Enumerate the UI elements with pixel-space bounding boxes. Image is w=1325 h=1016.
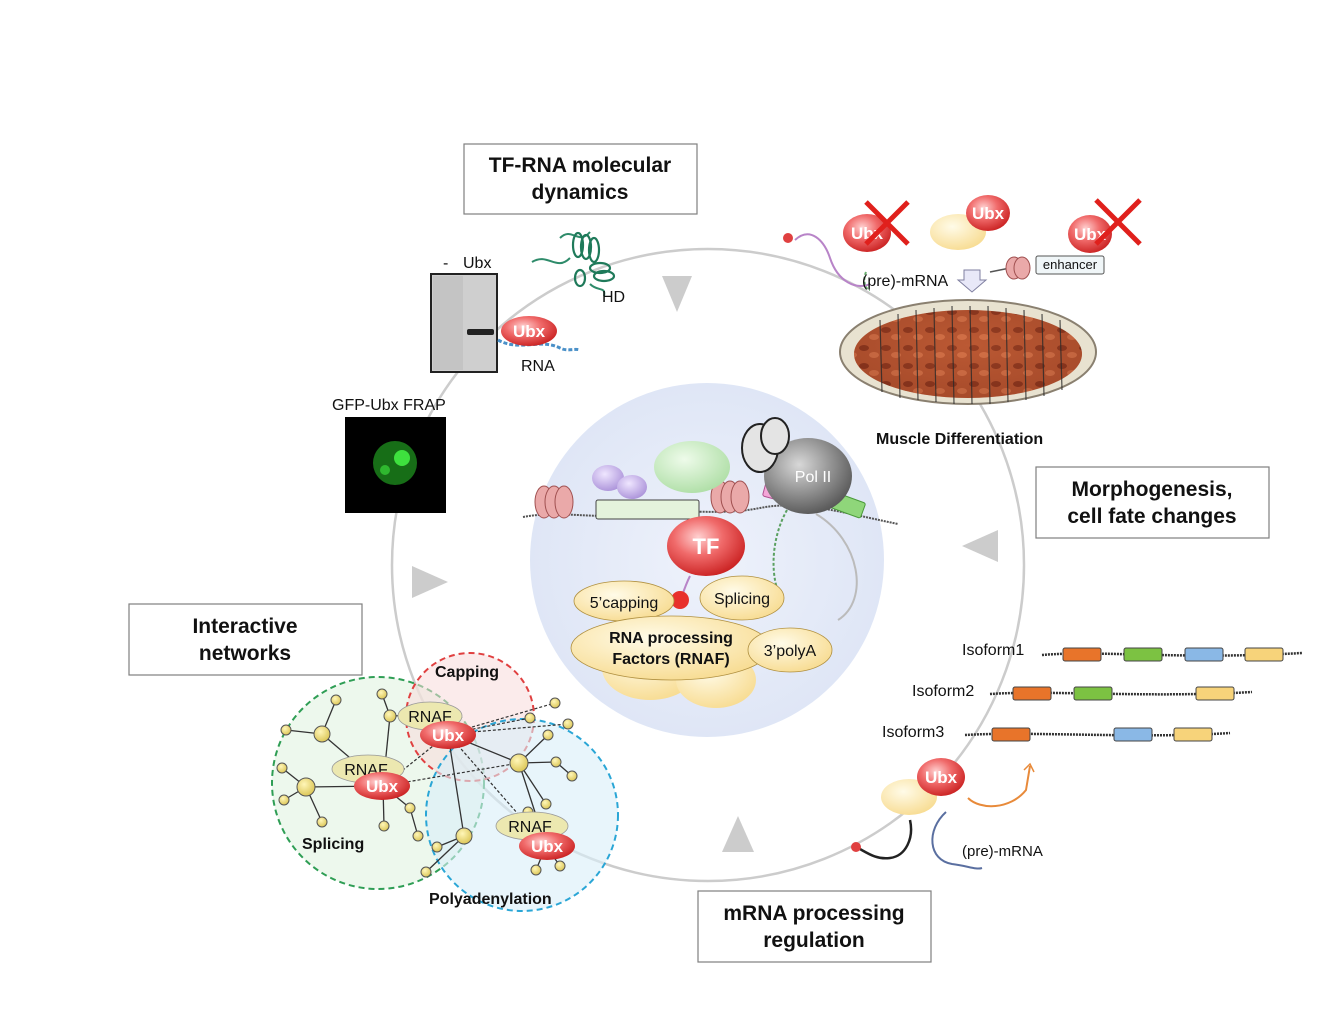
network-node-capping: RNAF Ubx	[397, 701, 476, 749]
embryo-image	[839, 299, 1097, 405]
polyadenylation-network-label: Polyadenylation	[429, 891, 552, 908]
box-morpho-line2: cell fate changes	[1067, 505, 1236, 528]
box-tf-rna-line1: TF-RNA molecular	[489, 154, 671, 177]
capping-network-label: Capping	[435, 664, 499, 681]
frap-panel: GFP-Ubx FRAP	[332, 397, 446, 513]
nucleosome-right	[710, 480, 750, 514]
muscle-caption: Muscle Differentiation	[876, 431, 1043, 448]
ubx-label-gel: Ubx	[513, 322, 546, 341]
isoform-panel: Isoform1 Isoform2 Isoform3 Ubx (pre)-mRN…	[851, 642, 1303, 870]
enhancer-label: enhancer	[1043, 257, 1098, 272]
box-tf-rna-dynamics: TF-RNA molecular dynamics	[463, 143, 698, 215]
cycle-arrow-top	[662, 276, 692, 312]
box-mrna-line2: regulation	[763, 929, 865, 952]
network-node-polya: RNAF Ubx	[495, 811, 575, 860]
pol-ii: Pol II	[741, 417, 852, 514]
down-arrow-icon	[956, 269, 988, 293]
ubx-protein-isoform	[917, 758, 965, 796]
network-node-splicing: RNAF Ubx	[331, 754, 410, 800]
isoform1-label: Isoform1	[962, 642, 1024, 659]
splicing-factor-label: Splicing	[714, 591, 770, 608]
muscle-panel: Ubx Ubx Ubx (pre)-mRNA enhancer	[783, 195, 1142, 448]
box-mrna-line1: mRNA processing	[723, 902, 904, 925]
gel-lane-ubx: Ubx	[463, 255, 491, 272]
rnaf-node-label: RNAF	[508, 819, 552, 836]
cross-icon	[864, 200, 910, 246]
isoform3-label: Isoform3	[882, 724, 944, 741]
cycle-arrow-right	[962, 530, 998, 562]
ubx-protein-gel	[501, 316, 557, 346]
rnaf-label-line2: Factors (RNAF)	[612, 651, 729, 668]
ubx-node-label: Ubx	[432, 726, 465, 745]
ubx-protein-crossed-2	[1068, 215, 1112, 253]
ubx-label-active: Ubx	[972, 204, 1005, 223]
premrna-label-top: (pre)-mRNA	[862, 273, 949, 290]
box-interactive-line1: Interactive	[192, 615, 297, 638]
box-interactive-networks: Interactive networks	[128, 603, 363, 676]
gel-lane-minus: -	[443, 255, 448, 272]
frap-label: GFP-Ubx FRAP	[332, 397, 446, 414]
box-morphogenesis: Morphogenesis, cell fate changes	[1035, 466, 1270, 539]
rnaf-label-line1: RNA processing	[609, 630, 733, 647]
ubx-node-label: Ubx	[531, 837, 564, 856]
rna-label: RNA	[521, 358, 555, 375]
box-mrna-processing: mRNA processing regulation	[697, 890, 932, 963]
ubx-rna-complex: Ubx RNA	[497, 316, 581, 375]
cycle-arrow-bottom	[722, 816, 754, 852]
tf-protein	[667, 516, 745, 576]
splicing-network-label: Splicing	[302, 836, 364, 853]
box-interactive-line2: networks	[199, 642, 291, 665]
hd-label: HD	[602, 289, 625, 306]
polya-factor-label: 3’polyA	[764, 643, 817, 660]
nucleosome-left	[534, 485, 574, 519]
center-schematic: Pol II TF 5’capping Splicing RNA process…	[522, 383, 899, 737]
ubx-label-crossed-1: Ubx	[851, 224, 884, 243]
box-morpho-line1: Morphogenesis,	[1071, 478, 1232, 501]
ubx-protein-active	[966, 195, 1010, 231]
ubx-node-label: Ubx	[366, 777, 399, 796]
tf-label: TF	[693, 534, 720, 559]
pol-ii-label: Pol II	[795, 469, 831, 486]
box-tf-rna-line2: dynamics	[532, 181, 629, 204]
ubx-label-isoform: Ubx	[925, 768, 958, 787]
ubx-protein-crossed-1	[843, 214, 891, 252]
premrna-label-bottom: (pre)-mRNA	[962, 843, 1043, 860]
gel-blot: - Ubx	[430, 255, 498, 373]
isoform2-label: Isoform2	[912, 683, 974, 700]
capping-factor-label: 5’capping	[590, 595, 659, 612]
cycle-arrow-left	[412, 566, 448, 598]
cycle-circle	[390, 247, 1026, 883]
homeodomain-ribbon: HD	[531, 231, 625, 306]
cross-icon	[1094, 198, 1142, 246]
interaction-network: RNAF Ubx RNAF Ubx RNAF Ubx Capping Splic…	[271, 652, 619, 912]
